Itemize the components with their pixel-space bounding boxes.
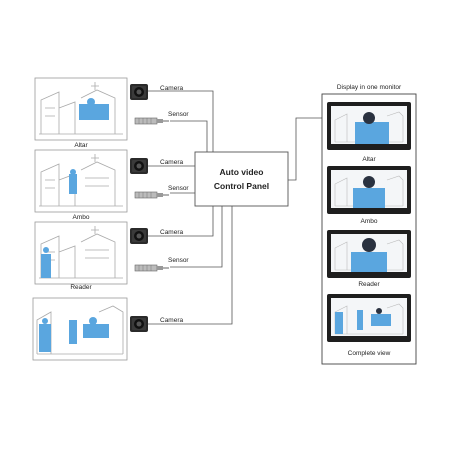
sensor-label: Sensor <box>168 185 189 192</box>
camera-icon <box>130 316 148 332</box>
camera-label: Camera <box>160 85 184 92</box>
monitor-screen-complete <box>326 293 412 343</box>
control-panel-line2: Control Panel <box>214 181 269 191</box>
monitor-screen-ambo <box>326 165 412 215</box>
camera-label: Camera <box>160 229 184 236</box>
scene-label-reader: Reader <box>70 284 92 291</box>
monitor-label-altar: Altar <box>362 156 376 163</box>
monitor-screen-reader <box>326 229 412 279</box>
line-camera-3 <box>148 206 214 237</box>
line-sensor-3 <box>170 206 223 268</box>
monitor-display-title: Display in one monitor <box>337 84 402 91</box>
monitor-label-ambo: Ambo <box>361 218 378 225</box>
connection-lines <box>148 90 322 325</box>
monitor-label-complete-view: Complete view <box>348 350 391 357</box>
camera-label: Camera <box>160 317 184 324</box>
monitor-screen-altar <box>326 101 412 151</box>
line-sensor-1 <box>170 120 208 152</box>
control-panel-box <box>194 151 289 207</box>
sensor-icon <box>134 191 170 199</box>
scene-altar <box>34 77 128 141</box>
line-camera-4 <box>148 206 233 325</box>
camera-icon <box>130 84 148 100</box>
camera-icon <box>130 228 148 244</box>
scene-label-ambo: Ambo <box>73 214 90 221</box>
control-panel-line1: Auto video <box>220 167 264 177</box>
camera-icon <box>130 158 148 174</box>
monitor-label-reader: Reader <box>358 281 380 288</box>
scene-complete <box>32 297 128 361</box>
scene-ambo <box>34 149 128 213</box>
scene-label-altar: Altar <box>74 142 88 149</box>
line-panel-to-monitor <box>288 117 322 181</box>
line-camera-1 <box>148 90 214 152</box>
scene-reader <box>34 221 128 285</box>
sensor-label: Sensor <box>168 111 189 118</box>
sensor-label: Sensor <box>168 257 189 264</box>
camera-label: Camera <box>160 159 184 166</box>
sensor-icon <box>134 117 170 125</box>
sensor-icon <box>134 264 170 272</box>
